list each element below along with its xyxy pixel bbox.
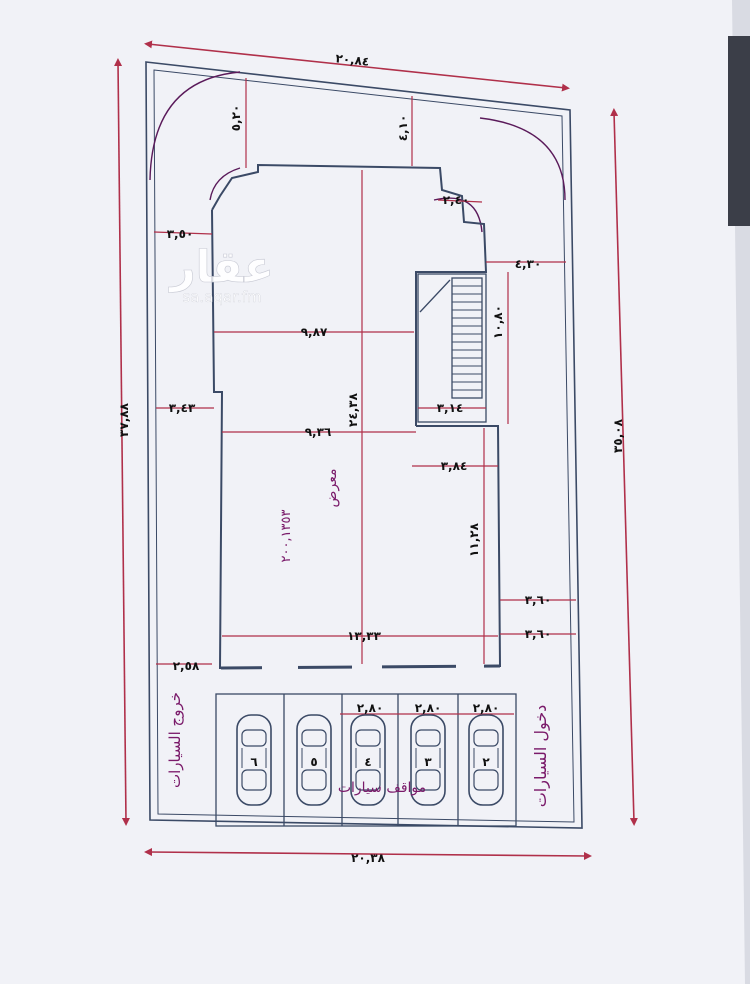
car-5: ٢ [468,714,504,806]
dim-hall-depth: ١١,٢٨ [467,522,481,557]
dim-building-depth: ٢٤,٣٨ [346,392,360,427]
internal-dimension-lines [153,78,576,665]
car-number-3: ٤ [364,755,371,769]
car-number-1: ٦ [250,755,257,769]
staircase [417,273,487,423]
dim-parking-bay-3: ٢,٨٠ [473,701,500,715]
dim-right-setback-upper: ٤,٣٠ [515,257,542,271]
dim-left-setback-mid: ٣,٤٣ [169,401,196,415]
outer-dimension-lines [114,40,638,860]
car-number-5: ٢ [482,755,490,769]
dim-bottom-width: ٢٠,٣٨ [351,851,386,865]
dim-building-width-upper: ٩,٨٧ [301,325,328,339]
parking-label: مواقف سيارات [338,780,426,796]
car-1: ٦ [236,714,272,806]
watermark-url: sa.aqar.fm [182,288,261,306]
car-2: ٥ [296,714,332,806]
car-4: ٣ [410,714,446,806]
dim-parking-bay-1: ٢,٨٠ [357,701,384,715]
showroom-label: معرض [324,469,340,508]
dim-parking-bay-2: ٢,٨٠ [415,701,442,715]
dim-top-mid-setback: ٤,١٠ [396,115,410,142]
front-doors [262,664,484,670]
dim-right-setback-mid: ٣,٨٤ [441,459,468,473]
dim-top-width: ٢٠,٨٤ [335,51,370,68]
dim-stair-length: ١٠,٨٠ [491,305,505,339]
dim-hall-width: ٩,٣٦ [305,425,332,439]
dim-corner-small: ٢,٤٠ [443,193,470,207]
watermark-brand: عقار [168,242,274,293]
dim-left-setback-upper: ٣,٥٠ [167,227,194,241]
car-number-4: ٣ [424,755,432,769]
dim-building-width-lower: ١٣,٣٣ [347,629,382,643]
car-exit-label: خروج السيارات [166,692,185,788]
parking-area [215,693,517,827]
corner-arcs [149,71,566,233]
car-number-2: ٥ [310,755,317,769]
dim-right-setback-lower-1: ٣,٦٠ [525,593,552,607]
car-3: ٤ [350,714,386,806]
dim-right-setback-lower-2: ٣,٦٠ [525,627,552,641]
dim-exit-width: ٢,٥٨ [173,659,200,673]
dim-top-left-setback: ٥,٢٠ [229,105,243,132]
area-label: ٢٠٠,١٣٥٣ [279,509,294,562]
dim-right-depth: ٣٥,٠٨ [611,418,625,453]
plot-boundary [145,61,583,829]
dim-stair-width: ٣,١٤ [437,401,464,415]
car-entrance-label: دخول السيارات [531,705,551,808]
dim-left-depth: ٣٧,٨٨ [117,402,131,437]
